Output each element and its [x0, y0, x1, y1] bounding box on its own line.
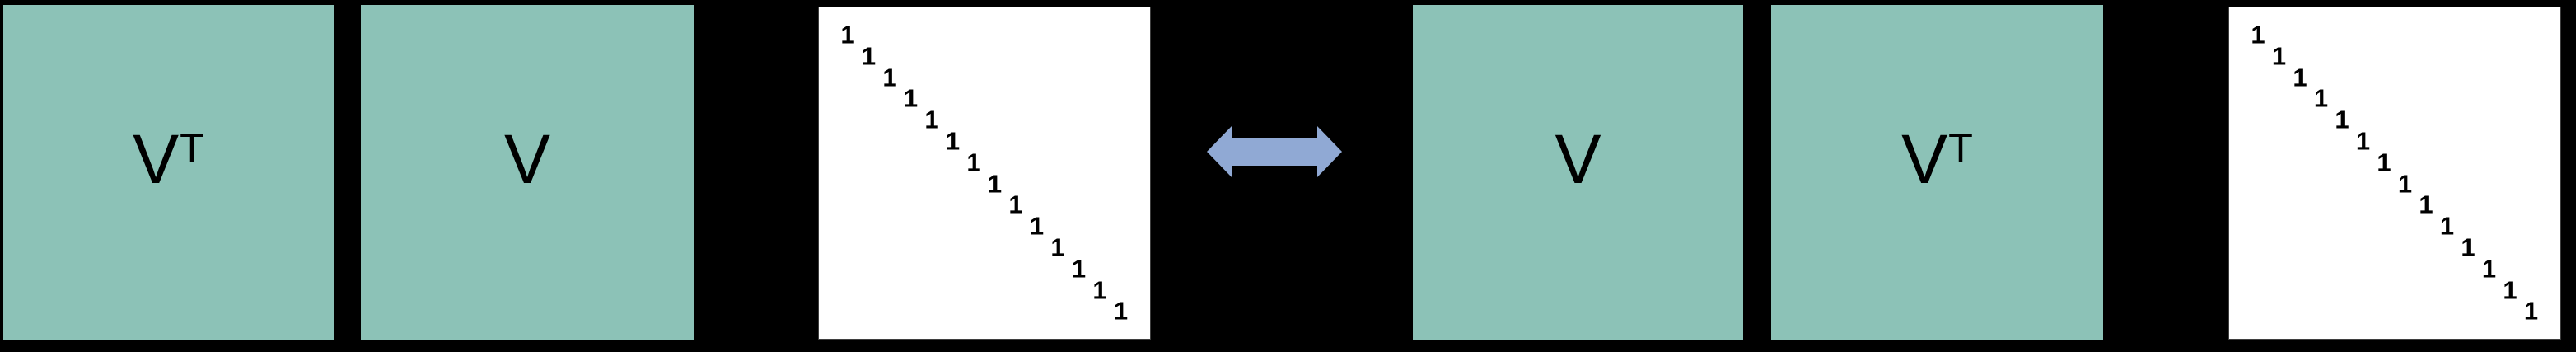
diagonal-one: 1 — [1071, 254, 1087, 284]
matrix-v-left: V — [361, 5, 694, 340]
diagonal-one: 1 — [1029, 211, 1045, 241]
diagonal-one: 1 — [2419, 190, 2433, 219]
diagonal-one: 1 — [1008, 190, 1023, 219]
diagonal-one: 1 — [840, 20, 855, 49]
matrix-v-right: V — [1413, 5, 1743, 340]
diagonal-one: 1 — [2313, 83, 2329, 113]
label-base: V — [133, 120, 180, 198]
matrix-v-transpose-right: VT — [1771, 5, 2103, 340]
diagonal-one: 1 — [1092, 275, 1107, 305]
transpose-superscript: T — [1948, 126, 1973, 171]
diagonal-one: 1 — [903, 83, 919, 113]
diagonal-one: 1 — [966, 148, 981, 177]
matrix-v-left-label: V — [504, 124, 550, 194]
diagonal-one: 1 — [1113, 296, 1129, 326]
diagonal-one: 1 — [2523, 296, 2539, 326]
diagonal-one: 1 — [987, 169, 1003, 199]
diagonal-one: 1 — [2481, 254, 2497, 284]
diagonal-one: 1 — [1050, 232, 1065, 262]
diagonal-one: 1 — [2271, 41, 2287, 71]
diagonal-one: 1 — [2293, 63, 2307, 92]
matrix-v-transpose-left-label: VT — [133, 124, 204, 194]
diagonal-one: 1 — [945, 126, 961, 156]
matrix-v-transpose-left: VT — [3, 5, 334, 340]
diagonal-one: 1 — [2251, 20, 2265, 49]
diagonal-one: 1 — [2355, 126, 2371, 156]
double-arrow-shape — [1207, 126, 1342, 177]
label-base: V — [1554, 120, 1601, 198]
matrix-v-transpose-right-label: VT — [1901, 124, 1973, 194]
diagonal-one: 1 — [2503, 275, 2518, 305]
label-base: V — [503, 120, 551, 198]
diagonal-one: 1 — [2397, 169, 2413, 199]
diagonal-one: 1 — [2461, 232, 2475, 262]
left-right-double-arrow-icon — [1207, 126, 1342, 177]
diagonal-one: 1 — [861, 41, 877, 71]
diagonal-one: 1 — [882, 63, 897, 92]
diagonal-one: 1 — [2439, 211, 2455, 241]
label-base: V — [1901, 120, 1948, 198]
transpose-superscript: T — [180, 126, 204, 171]
diagonal-one: 1 — [924, 105, 939, 134]
diagonal-one: 1 — [2377, 148, 2391, 177]
diagonal-one: 1 — [2335, 105, 2349, 134]
matrix-v-right-label: V — [1554, 124, 1601, 194]
